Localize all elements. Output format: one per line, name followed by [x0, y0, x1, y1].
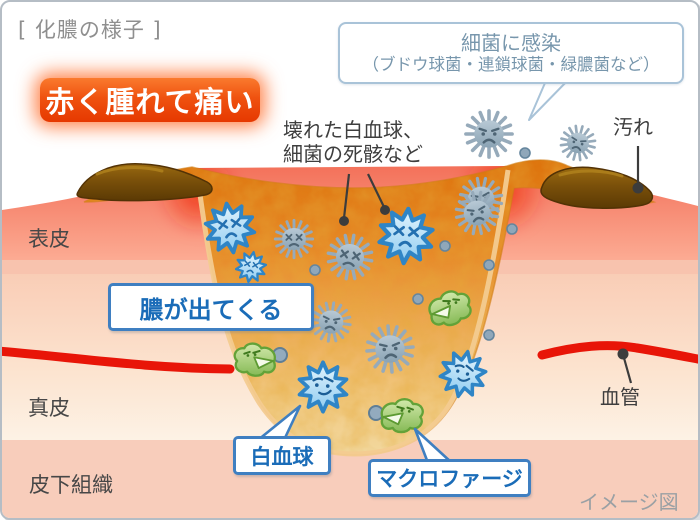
debris-dot-icon — [506, 223, 518, 235]
debris-dot-icon — [483, 259, 495, 271]
bacterium-icon — [557, 122, 599, 164]
dirt-blob-right — [540, 166, 654, 209]
dead-bacterium-icon — [275, 220, 312, 257]
symptom-badge: 赤く腫れて痛い — [40, 78, 260, 122]
pus-badge-label: 膿が出てくる — [139, 295, 283, 324]
vessel-pointer-dot — [617, 348, 629, 360]
infection-callout-line1: 細菌に感染 — [461, 31, 561, 56]
debris-dot-icon — [519, 147, 531, 159]
bacterium-icon — [466, 111, 512, 157]
debris-dot-icon — [309, 264, 321, 276]
debris-dot-icon — [483, 329, 495, 341]
debris-pointer-dot — [380, 205, 390, 215]
pus-badge: 膿が出てくる — [108, 283, 314, 331]
page-title: [ 化膿の様子 ] — [18, 18, 162, 42]
debris-dot-icon — [439, 240, 451, 252]
wbc-badge-label: 白血球 — [250, 444, 314, 469]
macrophage-badge-label: マクロファージ — [376, 467, 523, 491]
vessel-pointer-line — [622, 357, 633, 384]
macrophage-cell-icon — [380, 398, 424, 434]
infection-callout: 細菌に感染 （ブドウ球菌・連鎖球菌・緑膿菌など） — [338, 22, 684, 84]
debris-pointer-line — [367, 173, 385, 208]
dirt-pointer-dot — [632, 182, 644, 194]
debris-dot-icon — [412, 293, 424, 305]
symptom-badge-label: 赤く腫れて痛い — [45, 85, 255, 119]
debris-pointer-line — [342, 173, 351, 219]
image-note: イメージ図 — [579, 490, 679, 514]
dirt-blob-left — [76, 163, 213, 202]
macrophage-badge: マクロファージ — [368, 459, 531, 497]
macrophage-cell-icon — [233, 342, 276, 377]
blood-vessel-left — [2, 346, 235, 374]
blood-vessel-right — [537, 341, 698, 364]
dirt-annotation: 汚れ — [613, 115, 653, 139]
infection-callout-line2: （ブドウ球菌・連鎖球菌・緑膿菌など） — [362, 55, 660, 75]
debris-annotation-line2: 細菌の死骸など — [283, 142, 423, 167]
layer-label-subcutaneous: 皮下組織 — [29, 473, 113, 497]
debris-annotation-line1: 壊れた白血球、 — [283, 118, 423, 142]
vessel-annotation: 血管 — [600, 385, 640, 409]
layer-label-dermis: 真皮 — [28, 396, 70, 420]
debris-pointer-dot — [339, 216, 349, 226]
layer-label-epidermis: 表皮 — [28, 227, 70, 251]
wbc-badge: 白血球 — [233, 436, 331, 475]
debris-annotation: 壊れた白血球、 細菌の死骸など — [283, 118, 423, 167]
